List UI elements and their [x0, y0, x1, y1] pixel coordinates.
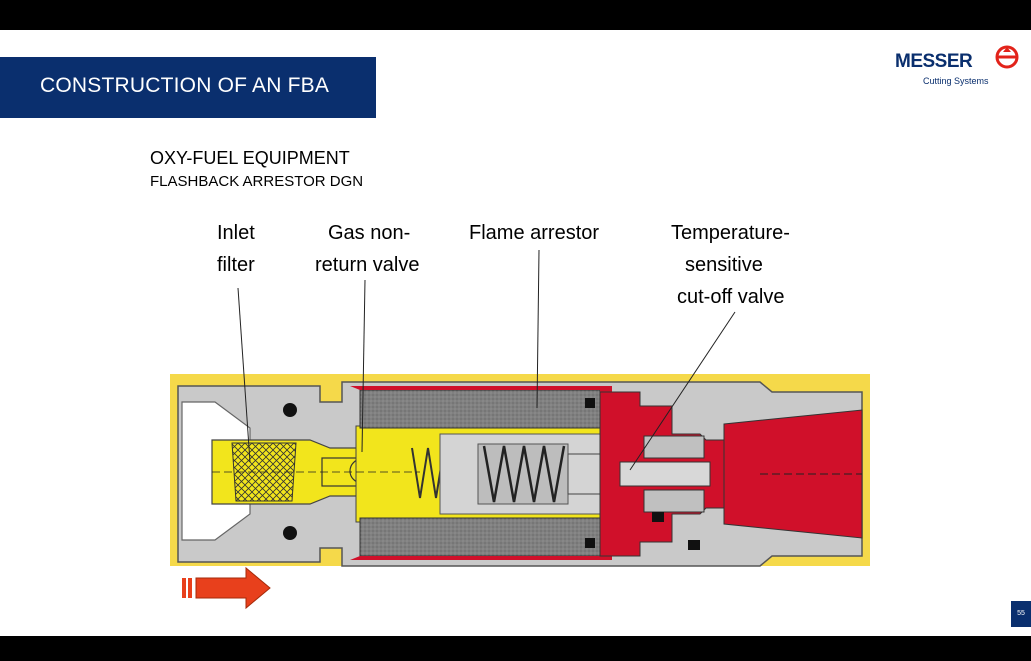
hot-zone-bottom [350, 554, 612, 560]
fba-cross-section-diagram [170, 249, 870, 610]
flow-direction-arrow-icon [182, 566, 271, 610]
cutoff-valve-stem [619, 461, 711, 487]
label-line: sensitive [685, 254, 763, 276]
label-line: cut-off valve [677, 286, 785, 308]
label-line: Flame arrestor [469, 222, 600, 244]
leader-flame-arrestor [536, 249, 540, 409]
leader-inlet-filter [237, 287, 251, 463]
page-number: 55 [1011, 601, 1031, 627]
seal-top-1 [585, 398, 595, 408]
subtitle-product: FLASHBACK ARRESTOR DGN [150, 173, 364, 190]
messer-logo: MESSER Cutting Systems [895, 42, 1025, 92]
logo-tagline: Cutting Systems [923, 76, 989, 86]
seal-bottom-2 [652, 512, 664, 522]
label-flame-arrestor: Flame arrestor [469, 217, 599, 249]
label-non-return-valve: Gas non- return valve [315, 217, 420, 281]
label-line: filter [217, 254, 255, 276]
hot-zone-top [350, 386, 612, 394]
label-line: Inlet [217, 222, 255, 244]
label-inlet-filter: Inlet filter [217, 217, 255, 281]
label-cutoff-valve: Temperature- sensitive cut-off valve [671, 217, 790, 313]
logo-wordmark: MESSER [895, 51, 973, 72]
messer-logo-icon [995, 45, 1019, 69]
slide-title: CONSTRUCTION OF AN FBA [40, 74, 330, 97]
valve-spring [411, 447, 445, 499]
title-bar: CONSTRUCTION OF AN FBA [0, 57, 376, 118]
o-ring-bottom [283, 526, 297, 540]
seal-bottom-3 [688, 540, 700, 550]
cutoff-plug-top [643, 435, 705, 459]
outlet-nozzle [723, 409, 863, 539]
leader-non-return-valve [361, 279, 366, 453]
cutoff-plug-bottom [643, 489, 705, 513]
seal-bottom-1 [585, 538, 595, 548]
subtitle-equipment: OXY-FUEL EQUIPMENT [150, 148, 350, 168]
label-line: Gas non- [328, 222, 411, 244]
slide: CONSTRUCTION OF AN FBA MESSER Cutting Sy… [0, 30, 1031, 636]
flame-arrestor-sinter-bottom [359, 517, 601, 557]
label-line: return valve [315, 254, 420, 276]
o-ring-top [283, 403, 297, 417]
main-spring [482, 445, 566, 503]
leader-cutoff-valve [629, 311, 736, 471]
label-line: Temperature- [671, 222, 790, 244]
flame-arrestor-sinter-top [359, 389, 601, 429]
